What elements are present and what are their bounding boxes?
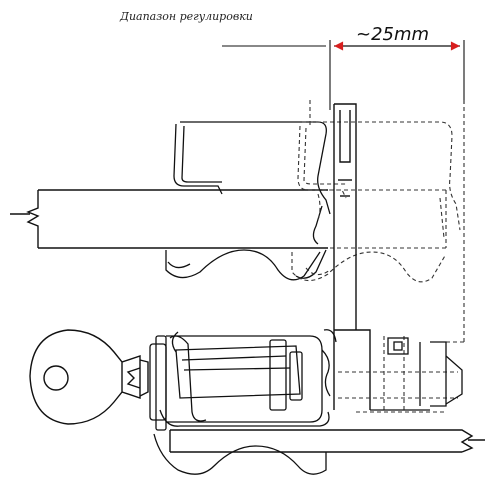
cam-lock-icon xyxy=(149,329,337,475)
latch-icon xyxy=(165,121,331,281)
key-icon xyxy=(29,329,149,425)
panel-dashed xyxy=(330,189,447,249)
dimension-lines xyxy=(222,40,465,110)
cam-cylinder xyxy=(370,337,463,411)
dimension-label: ~25mm xyxy=(356,24,430,45)
bracket xyxy=(333,103,371,410)
cam-cylinder-dashed xyxy=(338,336,458,413)
latch-dashed xyxy=(291,100,465,343)
lower-panel xyxy=(169,429,485,453)
panel-icon xyxy=(10,189,328,249)
caption-adjustment-range: Диапазон регулировки xyxy=(120,10,253,23)
